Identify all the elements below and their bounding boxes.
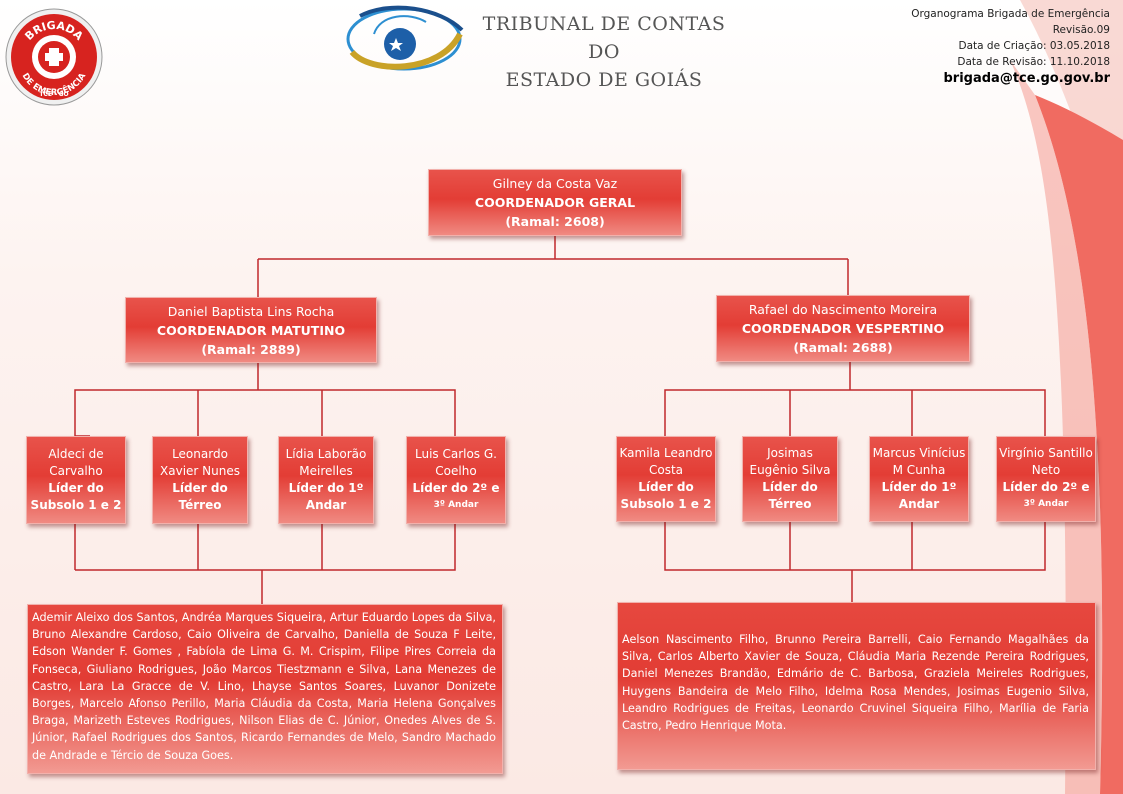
tribunal-line1: TRIBUNAL DE CONTAS DO	[482, 13, 726, 63]
general-coordinator-ramal: (Ramal: 2608)	[505, 214, 605, 229]
leader-role-b: 3º Andar	[433, 500, 479, 510]
morning-members-list: Ademir Aleixo dos Santos, Andréa Marques…	[32, 611, 496, 762]
tce-emblem	[346, 5, 464, 71]
leader-role: Líder do 1º Andar	[288, 481, 364, 512]
afternoon-members-list: Aelson Nascimento Filho, Brunno Pereira …	[622, 633, 1089, 733]
afternoon-coordinator-name: Rafael do Nascimento Moreira	[748, 302, 938, 317]
afternoon-coordinator-ramal: (Ramal: 2688)	[793, 340, 893, 355]
leader-role-a: Líder do 2º e	[412, 481, 500, 495]
general-coordinator-role: COORDENADOR GERAL	[474, 195, 636, 210]
morning-leader-2-3-andar: Luis Carlos G. Coelho Líder do 2º e 3º A…	[406, 436, 506, 524]
general-coordinator-box: Gilney da Costa Vaz COORDENADOR GERAL (R…	[428, 169, 682, 236]
morning-coordinator-name: Daniel Baptista Lins Rocha	[167, 303, 335, 319]
leader-name: Aldeci de Carvalho	[48, 447, 104, 478]
leader-name: Josimas Eugênio Silva	[749, 446, 831, 477]
afternoon-leader-2-3-andar: Virgínio Santillo Neto Líder do 2º e 3º …	[996, 436, 1096, 522]
doc-revision: Revisão.09	[1052, 24, 1110, 36]
tribunal-title: TRIBUNAL DE CONTAS DO ESTADO DE GOIÁS	[474, 10, 734, 94]
morning-coordinator-role: COORDENADOR MATUTINO	[156, 322, 346, 338]
leader-role: Líder do Subsolo 1 e 2	[30, 481, 122, 512]
tribunal-line2: ESTADO DE GOIÁS	[505, 69, 703, 91]
brigada-logo: BRIGADA DE EMERGÊNCIA TCE - GO	[5, 8, 103, 106]
morning-leader-subsolo: Aldeci de Carvalho Líder do Subsolo 1 e …	[26, 436, 126, 524]
afternoon-coordinator-role: COORDENADOR VESPERTINO	[741, 321, 945, 336]
leader-role: Líder do Térreo	[762, 480, 818, 511]
afternoon-coordinator-box: Rafael do Nascimento Moreira COORDENADOR…	[716, 295, 970, 362]
morning-coordinator-ramal: (Ramal: 2889)	[201, 341, 301, 357]
leader-name: Luis Carlos G. Coelho	[414, 447, 497, 478]
doc-created-date: Data de Criação: 03.05.2018	[958, 40, 1111, 52]
afternoon-members-box: Aelson Nascimento Filho, Brunno Pereira …	[617, 602, 1096, 770]
afternoon-leader-terreo: Josimas Eugênio Silva Líder do Térreo	[742, 436, 838, 522]
contact-email[interactable]: brigada@tce.go.gov.br	[943, 71, 1111, 86]
morning-leader-terreo: Leonardo Xavier Nunes Líder do Térreo	[152, 436, 248, 524]
leader-role: Líder do Subsolo 1 e 2	[620, 480, 712, 511]
doc-title: Organograma Brigada de Emergência	[911, 8, 1110, 20]
document-info: Organograma Brigada de Emergência Revisã…	[911, 6, 1110, 88]
morning-leader-1-andar: Lídia Laborão Meirelles Líder do 1º Anda…	[278, 436, 374, 524]
morning-coordinator-box: Daniel Baptista Lins Rocha COORDENADOR M…	[125, 297, 377, 363]
leader-role: Líder do Térreo	[172, 481, 228, 512]
leader-name: Marcus Vinícius M Cunha	[872, 446, 966, 477]
svg-text:TCE - GO: TCE - GO	[39, 91, 68, 98]
leader-name: Leonardo Xavier Nunes	[160, 447, 240, 478]
general-coordinator-name: Gilney da Costa Vaz	[492, 176, 618, 191]
morning-members-box: Ademir Aleixo dos Santos, Andréa Marques…	[27, 604, 503, 774]
leader-name: Lídia Laborão Meirelles	[285, 447, 367, 478]
leader-role-a: Líder do 2º e	[1002, 480, 1090, 494]
afternoon-leader-subsolo: Kamila Leandro Costa Líder do Subsolo 1 …	[616, 436, 716, 522]
leader-role-b: 3º Andar	[1023, 499, 1069, 509]
leader-name: Virgínio Santillo Neto	[999, 446, 1093, 477]
leader-name: Kamila Leandro Costa	[619, 446, 713, 477]
doc-revised-date: Data de Revisão: 11.10.2018	[957, 56, 1110, 68]
afternoon-leader-1-andar: Marcus Vinícius M Cunha Líder do 1º Anda…	[869, 436, 969, 522]
leader-role: Líder do 1º Andar	[881, 480, 957, 511]
